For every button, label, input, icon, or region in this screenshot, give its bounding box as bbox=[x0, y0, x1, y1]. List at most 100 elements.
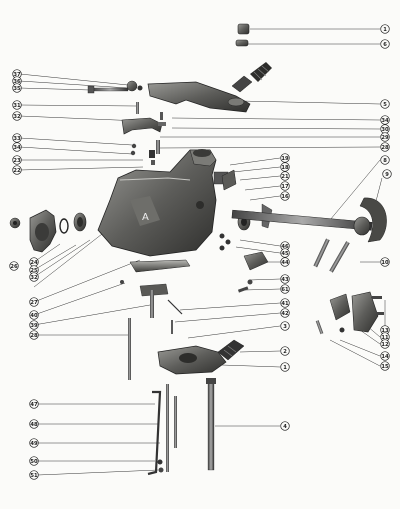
callout-number: 25 bbox=[30, 268, 38, 274]
callout-number: 31 bbox=[13, 103, 21, 109]
callout-number: 61 bbox=[281, 287, 289, 293]
callout-number: 27 bbox=[30, 300, 38, 306]
callout-number: 51 bbox=[30, 473, 38, 479]
callout-number: 45 bbox=[281, 251, 289, 257]
callout-circle bbox=[280, 346, 290, 356]
callout-circle bbox=[380, 361, 390, 371]
callout-number: 42 bbox=[281, 311, 289, 317]
callout-circle bbox=[12, 155, 22, 165]
callout-number: 8 bbox=[383, 158, 387, 164]
callout-number: 13 bbox=[381, 328, 389, 334]
callout-number: 14 bbox=[381, 354, 389, 360]
callout-circle bbox=[29, 470, 39, 480]
callout-number: 28 bbox=[381, 145, 389, 151]
callout-number: 32 bbox=[30, 275, 38, 281]
callout-number: 16 bbox=[281, 194, 289, 200]
svg-text:A: A bbox=[142, 212, 149, 223]
callout-number: 23 bbox=[13, 158, 21, 164]
callout-number: 44 bbox=[281, 260, 289, 266]
callout-circle bbox=[380, 39, 390, 49]
callout-number: 2 bbox=[283, 349, 287, 355]
callout-circle bbox=[380, 24, 390, 34]
callout-number: 47 bbox=[30, 402, 38, 408]
callout-circle bbox=[280, 171, 290, 181]
callout-circle bbox=[280, 284, 290, 294]
callout-number: 9 bbox=[385, 172, 389, 178]
callout-circle bbox=[29, 310, 39, 320]
callout-number: 24 bbox=[30, 260, 38, 266]
callout-circle bbox=[280, 362, 290, 372]
callout-number: 37 bbox=[13, 72, 21, 78]
callout-circle bbox=[12, 142, 22, 152]
callout-circle bbox=[29, 419, 39, 429]
callout-number: 28 bbox=[30, 333, 38, 339]
callout-number: 34 bbox=[13, 145, 21, 151]
callout-number: 49 bbox=[30, 441, 38, 447]
callout-circle bbox=[9, 261, 19, 271]
callout-circle bbox=[280, 191, 290, 201]
callout-number: 46 bbox=[281, 244, 289, 250]
callout-circle bbox=[280, 308, 290, 318]
callout-number: 1 bbox=[383, 27, 387, 33]
callout-number: 5 bbox=[383, 102, 387, 108]
callout-number: 50 bbox=[30, 459, 38, 465]
callout-number: 18 bbox=[281, 165, 289, 171]
callout-circle bbox=[29, 272, 39, 282]
callout-circle bbox=[12, 133, 22, 143]
callout-circle bbox=[280, 162, 290, 172]
callout-number: 26 bbox=[10, 264, 18, 270]
callout-circle bbox=[380, 99, 390, 109]
callout-circle bbox=[29, 297, 39, 307]
callout-circle bbox=[29, 320, 39, 330]
callout-number: 33 bbox=[13, 136, 21, 142]
callout-circle bbox=[280, 181, 290, 191]
callout-circle bbox=[380, 339, 390, 349]
callout-circle bbox=[380, 257, 390, 267]
callout-number: 11 bbox=[381, 335, 389, 341]
callout-number: 35 bbox=[13, 86, 21, 92]
callout-circle bbox=[12, 100, 22, 110]
parts-illustration: A bbox=[9, 23, 387, 476]
callout-circle bbox=[12, 111, 22, 121]
callout-number: 4 bbox=[283, 424, 287, 430]
callout-number: 48 bbox=[30, 422, 38, 428]
callout-number: 17 bbox=[281, 184, 289, 190]
callout-circle bbox=[29, 438, 39, 448]
callout-number: 43 bbox=[281, 277, 289, 283]
callout-circle bbox=[29, 399, 39, 409]
callout-circle bbox=[12, 165, 22, 175]
callout-number: 21 bbox=[281, 174, 289, 180]
callout-number: 6 bbox=[383, 42, 387, 48]
callout-number: 15 bbox=[381, 364, 389, 370]
callout-circle bbox=[29, 330, 39, 340]
leader-lines bbox=[19, 28, 386, 476]
callout-circle bbox=[380, 155, 390, 165]
callout-number: 19 bbox=[281, 156, 289, 162]
callout-number: 39 bbox=[30, 323, 38, 329]
callout-number: 34 bbox=[381, 118, 389, 124]
callout-circle bbox=[280, 257, 290, 267]
callout-circle bbox=[380, 132, 390, 142]
callout-number: 32 bbox=[13, 114, 21, 120]
callout-circle bbox=[29, 456, 39, 466]
callout-number: 12 bbox=[381, 342, 389, 348]
left-callout-group: 3736353132333423222624253227403928474849… bbox=[9, 69, 39, 480]
callout-circle bbox=[380, 142, 390, 152]
callout-circle bbox=[280, 321, 290, 331]
callout-circle bbox=[12, 83, 22, 93]
callout-number: 10 bbox=[381, 260, 389, 266]
callout-number: 3 bbox=[283, 324, 287, 330]
callout-number: 29 bbox=[381, 135, 389, 141]
callout-number: 36 bbox=[13, 79, 21, 85]
callout-circle bbox=[280, 153, 290, 163]
callout-circle bbox=[382, 169, 392, 179]
callout-circle bbox=[380, 115, 390, 125]
callout-circle bbox=[280, 248, 290, 258]
callout-number: 40 bbox=[30, 313, 38, 319]
callout-number: 41 bbox=[281, 301, 289, 307]
callout-number: 22 bbox=[13, 168, 21, 174]
callout-circle bbox=[280, 421, 290, 431]
callout-number: 1 bbox=[283, 365, 287, 371]
